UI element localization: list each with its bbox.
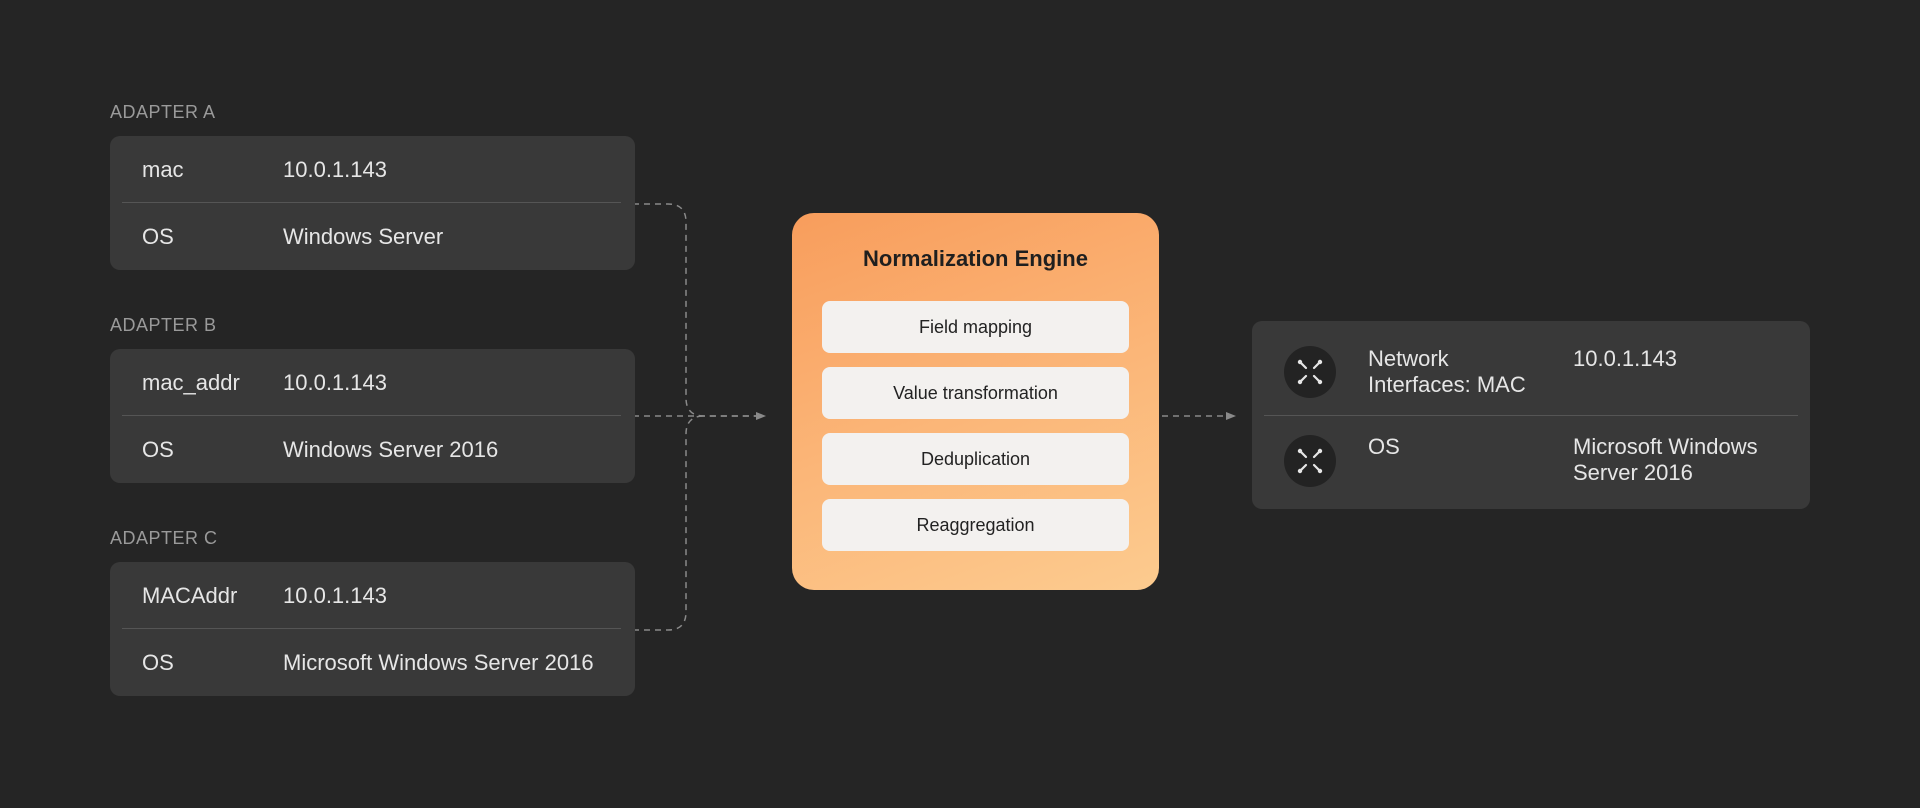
field-value: 10.0.1.143 bbox=[1573, 346, 1677, 371]
engine-step-value-transformation: Value transformation bbox=[822, 367, 1129, 419]
normalized-result-card: Network Interfaces: MAC 10.0.1.143 bbox=[1252, 321, 1810, 509]
field-value: Windows Server 2016 bbox=[283, 436, 499, 462]
arrowhead-result-in bbox=[1226, 412, 1236, 420]
engine-step-deduplication: Deduplication bbox=[822, 433, 1129, 485]
field-key: OS bbox=[142, 649, 174, 675]
field-key: mac_addr bbox=[142, 369, 240, 395]
field-key: OS bbox=[142, 223, 174, 249]
field-key: OS bbox=[1368, 434, 1400, 459]
adapter-a-label: ADAPTER A bbox=[110, 102, 216, 122]
field-value: Microsoft Windows Server 2016 bbox=[283, 649, 594, 675]
normalization-engine: Normalization Engine Field mapping Value… bbox=[792, 213, 1159, 590]
adapter-c-label: ADAPTER C bbox=[110, 528, 218, 548]
field-key: mac bbox=[142, 156, 184, 182]
field-value: Windows Server bbox=[283, 223, 444, 249]
adapter-c-row-os: OS Microsoft Windows Server 2016 bbox=[110, 629, 635, 696]
row-divider bbox=[122, 628, 621, 629]
engine-title: Normalization Engine bbox=[863, 246, 1088, 271]
adapter-b-label: ADAPTER B bbox=[110, 315, 217, 335]
field-value: 10.0.1.143 bbox=[283, 582, 387, 608]
adapter-b-row-os: OS Windows Server 2016 bbox=[110, 416, 635, 483]
adapter-b-row-mac: mac_addr 10.0.1.143 bbox=[110, 349, 635, 416]
field-key: MACAddr bbox=[142, 582, 238, 608]
field-key: Network Interfaces: MAC bbox=[1368, 346, 1526, 397]
arrowhead-engine-in bbox=[756, 412, 766, 420]
field-key: OS bbox=[142, 436, 174, 462]
result-row-os: OS Microsoft Windows Server 2016 bbox=[1252, 415, 1810, 509]
connector-adapter-a bbox=[622, 203, 760, 417]
adapter-c-card: MACAddr 10.0.1.143 OS Microsoft Windows … bbox=[110, 562, 635, 696]
row-divider bbox=[122, 415, 621, 416]
adapter-a-card: mac 10.0.1.143 OS Windows Server bbox=[110, 136, 635, 270]
adapter-a-row-os: OS Windows Server bbox=[110, 203, 635, 270]
adapter-a-row-mac: mac 10.0.1.143 bbox=[110, 136, 635, 203]
merge-icon bbox=[1284, 435, 1336, 487]
adapter-c-row-mac: MACAddr 10.0.1.143 bbox=[110, 562, 635, 629]
row-divider bbox=[1264, 415, 1798, 416]
row-divider bbox=[122, 202, 621, 203]
result-row-mac: Network Interfaces: MAC 10.0.1.143 bbox=[1252, 321, 1810, 415]
field-value: Microsoft Windows Server 2016 bbox=[1573, 434, 1758, 485]
adapter-b-card: mac_addr 10.0.1.143 OS Windows Server 20… bbox=[110, 349, 635, 483]
field-value: 10.0.1.143 bbox=[283, 369, 387, 395]
field-value: 10.0.1.143 bbox=[283, 156, 387, 182]
engine-step-reaggregation: Reaggregation bbox=[822, 499, 1129, 551]
engine-step-field-mapping: Field mapping bbox=[822, 301, 1129, 353]
merge-icon bbox=[1284, 346, 1336, 398]
